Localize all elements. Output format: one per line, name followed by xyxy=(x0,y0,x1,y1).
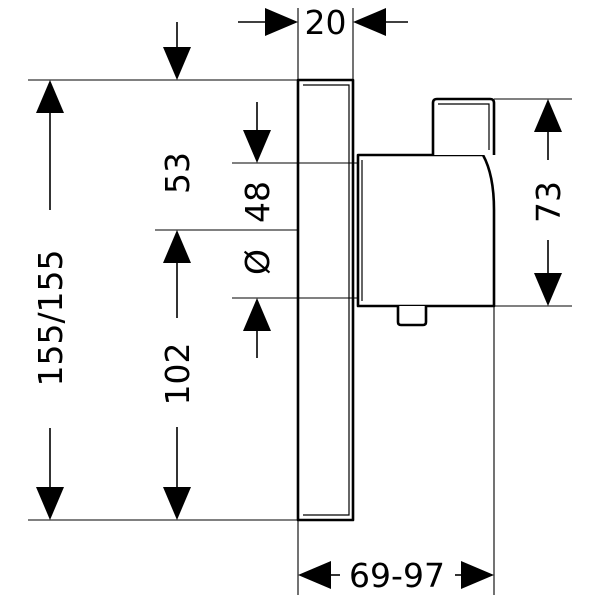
diameter-symbol: Ø xyxy=(238,249,277,275)
dim-label-53: 53 xyxy=(158,152,197,194)
cover-plate xyxy=(296,78,355,522)
dimension-installation-depth: 69-97 xyxy=(298,556,494,595)
dim-label-102: 102 xyxy=(158,343,197,406)
dimension-valve-height: 73 xyxy=(529,99,568,306)
dimension-plate-depth: 20 xyxy=(238,3,408,42)
dim-label-73: 73 xyxy=(529,181,568,223)
dimension-top-reference xyxy=(163,22,191,80)
dimension-total-height: 155/155 xyxy=(31,80,70,520)
dim-label-69-97: 69-97 xyxy=(349,556,445,595)
dimension-lower-offset: 102 xyxy=(158,230,197,520)
dimension-diameter: 48 Ø xyxy=(238,102,277,358)
extension-lines xyxy=(28,8,572,595)
dim-label-20: 20 xyxy=(305,3,347,42)
valve-body xyxy=(356,153,496,308)
top-connector xyxy=(431,97,496,155)
bottom-connector xyxy=(396,306,428,327)
dimension-upper-offset: 53 xyxy=(158,152,197,194)
dim-label-155: 155/155 xyxy=(31,249,70,386)
dim-label-48: 48 xyxy=(238,181,277,223)
